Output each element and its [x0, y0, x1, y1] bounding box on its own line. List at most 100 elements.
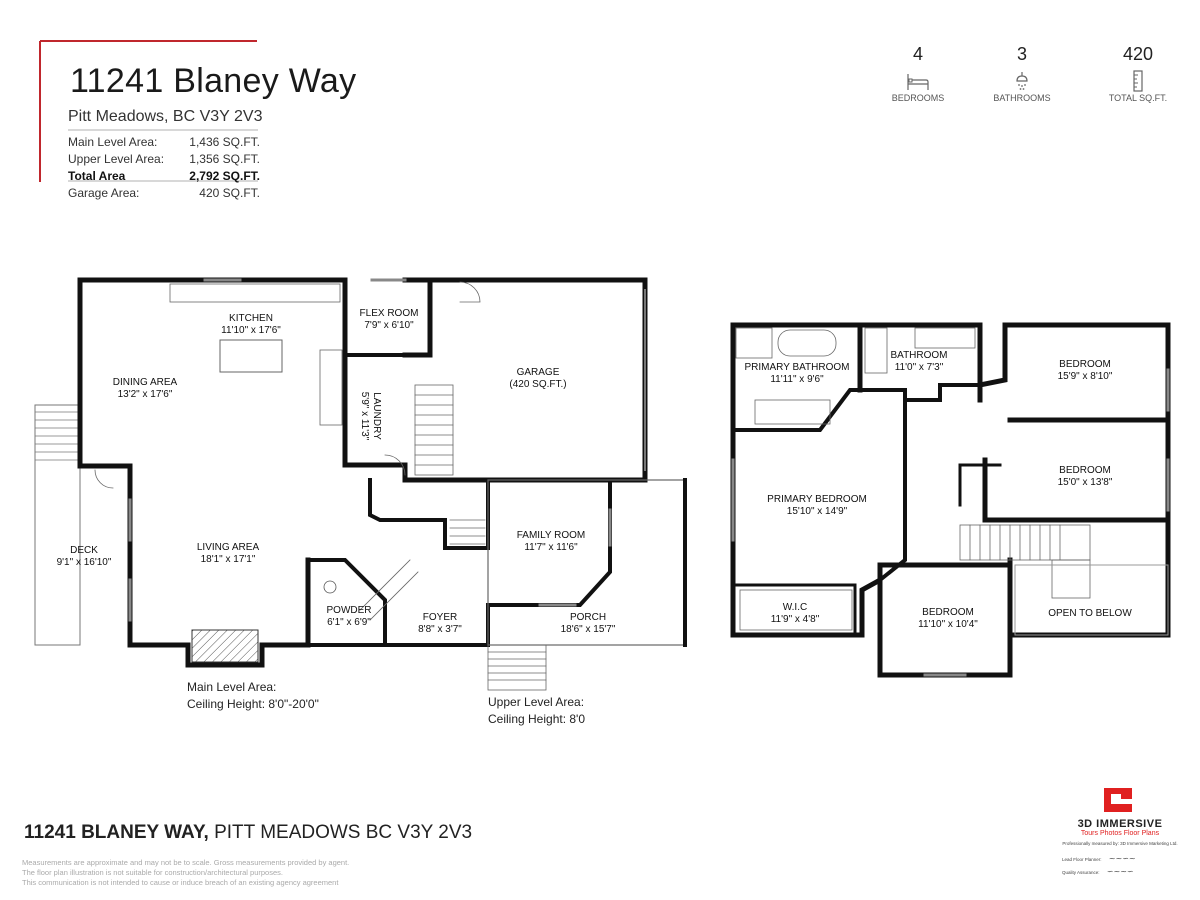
room-living: LIVING AREA 18'1" x 17'1" [180, 542, 276, 566]
bath-wall [903, 383, 982, 402]
brand-block: 3D IMMERSIVE Tours Photos Floor Plans Pr… [1060, 786, 1180, 876]
room-dims: 11'9" x 4'8" [770, 614, 820, 625]
area-row-total: Total Area 2,792 SQ.FT. [68, 168, 260, 185]
lead-planner-row: Lead Floor Planner: ~~∽~ [1060, 854, 1180, 863]
area-label: Garage Area: [68, 186, 140, 200]
note-ceiling: Ceiling Height: 8'0 [488, 712, 586, 726]
brand-logo-icon [1104, 788, 1132, 812]
pantry-counter [319, 349, 343, 426]
room-name: GARAGE [516, 367, 560, 378]
room-deck: DECK 9'1" x 16'10" [42, 545, 126, 569]
area-label: Total Area [68, 169, 126, 183]
kitchen-counter [169, 283, 341, 303]
stat-value: 420 [1122, 44, 1154, 64]
signature-icon: ∽~~∽ [1106, 867, 1134, 876]
brand-name: 3D IMMERSIVE [1077, 818, 1163, 830]
deck-door-swing [94, 469, 114, 489]
area-row-garage: Garage Area: 420 SQ.FT. [68, 185, 260, 202]
room-name: DECK [70, 545, 98, 556]
room-dims: 18'6" x 15'7" [560, 624, 616, 635]
room-laundry: LAUNDRY 5'9" x 11'3" [358, 376, 382, 456]
stat-label: TOTAL SQ.FT. [1108, 93, 1168, 103]
room-dims: 11'7" x 11'6" [524, 542, 578, 553]
quality-row: Quality Assurance: ∽~~∽ [1060, 867, 1180, 876]
open-to-below-area [1014, 564, 1169, 636]
area-value: 420 SQ.FT. [199, 186, 260, 200]
room-name: PRIMARY BATHROOM [744, 362, 850, 373]
upper-bath-tub [864, 327, 888, 374]
upper-level-note: Upper Level Area: Ceiling Height: 8'0 [488, 694, 585, 728]
primary-bed-wall [731, 388, 907, 583]
main-windows [128, 278, 612, 622]
wic-wall [731, 583, 857, 637]
foyer-family-wall [383, 478, 612, 647]
fireplace [191, 629, 259, 663]
stat-label: BATHROOMS [993, 93, 1051, 103]
signature-icon: ~~∽~ [1108, 854, 1136, 863]
area-value: 1,356 SQ.FT. [189, 152, 260, 166]
room-dims: 18'1" x 17'1" [200, 554, 256, 565]
area-label: Upper Level Area: [68, 152, 165, 166]
quality-label: Quality Assurance: [1062, 870, 1100, 875]
footer-address-city: PITT MEADOWS BC V3Y 2V3 [208, 822, 473, 843]
room-dims: 15'9" x 8'10" [1057, 371, 1113, 382]
room-name: PORCH [569, 612, 607, 623]
room-dims: 11'11" x 9'6" [770, 374, 824, 385]
deck-outline [34, 404, 81, 646]
room-dims: 15'0" x 13'8" [1057, 477, 1113, 488]
room-primary-bathroom: PRIMARY BATHROOM 11'11" x 9'6" [740, 362, 854, 386]
brand-tagline: Tours Photos Floor Plans [1080, 830, 1160, 837]
room-bedroom-2: BEDROOM 15'0" x 13'8" [1040, 465, 1130, 489]
area-label: Main Level Area: [68, 135, 158, 149]
room-bedroom-3: BEDROOM 11'10" x 10'4" [905, 607, 991, 631]
laundry-wall [343, 353, 407, 467]
bathtub [777, 329, 837, 357]
room-dims: 6'1" x 6'9" [327, 617, 371, 628]
main-level-plan [34, 277, 687, 691]
disclaimer-line: This communication is not intended to ca… [22, 878, 339, 887]
main-level-note: Main Level Area: Ceiling Height: 8'0"-20… [187, 679, 319, 713]
room-dims: 7'9" x 6'10" [364, 320, 414, 331]
laundry-door-swing [384, 454, 406, 476]
area-row-main: Main Level Area: 1,436 SQ.FT. [68, 134, 260, 151]
shower-stall [735, 327, 773, 359]
room-dims: 13'2" x 17'6" [117, 389, 173, 400]
room-name: OPEN TO BELOW [1048, 608, 1132, 619]
wic-shelving [739, 589, 853, 631]
room-name: POWDER [326, 605, 372, 616]
disclaimer-line: The floor plan illustration is not suita… [22, 868, 283, 877]
room-name: FOYER [422, 612, 458, 623]
room-name: PRIMARY BEDROOM [767, 494, 867, 505]
page-title: 11241 Blaney Way [70, 62, 357, 100]
room-name: BATHROOM [890, 350, 948, 361]
stat-bedrooms: 4 BEDROOMS [878, 44, 958, 103]
room-dims: 15'10" x 14'9" [786, 506, 848, 517]
room-name: LIVING AREA [196, 542, 260, 553]
deck-stairs [34, 411, 81, 461]
closet-walls [958, 463, 1002, 522]
disclaimer: Measurements are approximate and may not… [22, 858, 349, 888]
upper-stairs [959, 524, 1091, 599]
area-value: 2,792 SQ.FT. [189, 169, 260, 183]
room-garage: GARAGE (420 SQ.FT.) [480, 367, 596, 391]
stat-value: 3 [1016, 44, 1027, 64]
note-label: Main Level Area: [187, 680, 277, 694]
room-dims: 9'1" x 16'10" [56, 557, 112, 568]
room-porch: PORCH 18'6" x 15'7" [548, 612, 628, 636]
room-dims: 11'10" x 10'4" [918, 619, 978, 630]
stat-sqft: 420 TOTAL SQ.FT. [1098, 44, 1178, 103]
room-open-to-below: OPEN TO BELOW [1040, 608, 1140, 620]
stat-label: BEDROOMS [891, 93, 945, 103]
powder-toilet [323, 580, 337, 594]
double-vanity [754, 399, 831, 425]
room-primary-bedroom: PRIMARY BEDROOM 15'10" x 14'9" [760, 494, 874, 518]
kitchen-island [219, 339, 283, 373]
upper-level-plan [730, 322, 1171, 678]
upper-windows [731, 368, 1170, 677]
room-bedroom-1: BEDROOM 15'9" x 8'10" [1040, 359, 1130, 383]
garage-door-swing [459, 281, 481, 303]
powder-wall [306, 558, 387, 647]
room-dims: 5'9" x 11'3" [359, 391, 370, 441]
